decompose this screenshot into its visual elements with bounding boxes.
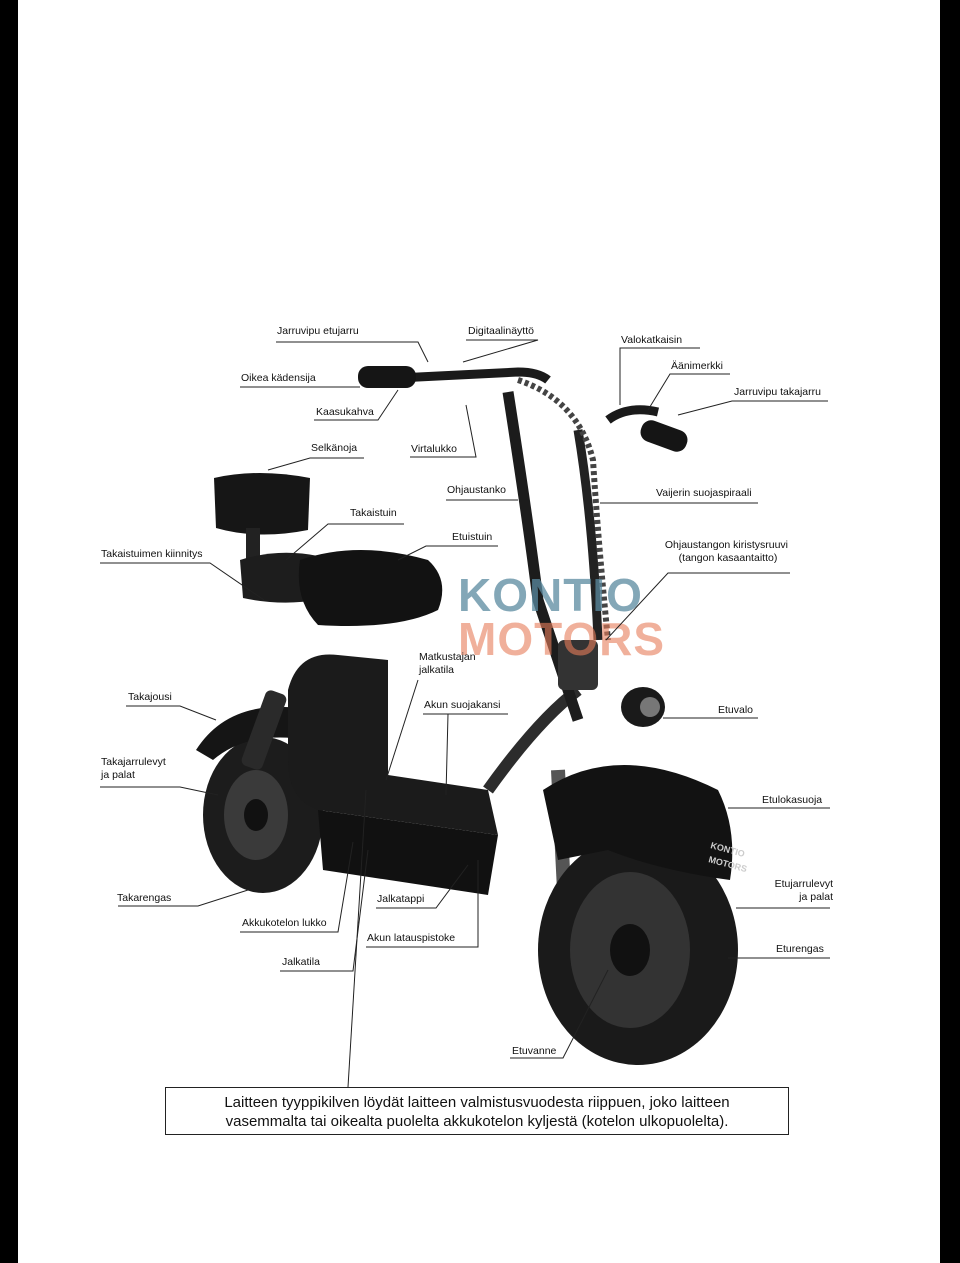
label-ohjaustangon-kiristysruuvi: Ohjaustangon kiristysruuvi (tangon kasaa… xyxy=(664,539,788,564)
cable-spiral xyxy=(517,377,611,641)
label-matkustajan-jalkatila: Matkustajan jalkatila xyxy=(419,651,476,676)
label-takaistuimen-kiinnitys: Takaistuimen kiinnitys xyxy=(101,548,203,560)
label-ohjaustanko: Ohjaustanko xyxy=(447,484,506,496)
label-etulokasuoja: Etulokasuoja xyxy=(762,794,823,806)
rear-seat xyxy=(240,552,318,603)
backrest xyxy=(214,473,310,535)
kontio-motors-logo: KONTIO MOTORS xyxy=(458,569,666,665)
manual-page: KONTIO MOTORS KONTIO MOTORS xyxy=(18,0,940,1263)
label-eturengas: Eturengas xyxy=(776,943,824,955)
note-line-2: vasemmalta tai oikealta puolelta akkukot… xyxy=(225,1113,729,1130)
label-oikea-kadensija: Oikea kädensija xyxy=(241,372,316,384)
handlebar-left xyxy=(605,405,660,424)
label-takaistuin: Takaistuin xyxy=(350,507,397,519)
label-digitaalinaytto: Digitaalinäyttö xyxy=(468,325,534,337)
label-etuvanne: Etuvanne xyxy=(512,1045,557,1057)
steering-column xyxy=(502,391,584,722)
type-plate-note: Laitteen tyyppikilven löydät laitteen va… xyxy=(165,1087,789,1135)
label-etujarrulevyt: Etujarrulevyt ja palat xyxy=(774,878,833,903)
front-seat xyxy=(298,550,443,626)
rear-spring xyxy=(241,690,287,770)
handlebar-right xyxy=(397,367,551,384)
leader-lines xyxy=(100,339,830,1088)
label-aanimerkki: Äänimerkki xyxy=(671,360,723,372)
left-grip xyxy=(640,420,688,452)
logo-line1: KONTIO xyxy=(458,569,643,621)
logo-line2: MOTORS xyxy=(458,613,666,665)
label-takajousi: Takajousi xyxy=(128,691,172,703)
scooter-illustration: KONTIO MOTORS xyxy=(196,366,748,1065)
label-valokatkaisin: Valokatkaisin xyxy=(621,334,683,346)
label-jarruvipu-etujarru: Jarruvipu etujarru xyxy=(277,325,359,337)
front-fender xyxy=(543,765,733,880)
label-akun-latauspistoke: Akun latauspistoke xyxy=(367,932,456,944)
label-jarruvipu-takajarru: Jarruvipu takajarru xyxy=(734,386,821,398)
label-takarengas: Takarengas xyxy=(117,892,172,904)
label-virtalukko: Virtalukko xyxy=(411,443,457,455)
label-akkukotelon-lukko: Akkukotelon lukko xyxy=(242,917,327,929)
scooter-body xyxy=(288,654,498,835)
note-line-1: Laitteen tyyppikilven löydät laitteen va… xyxy=(224,1094,730,1111)
label-akun-suojakansi: Akun suojakansi xyxy=(424,699,501,711)
label-kaasukahva: Kaasukahva xyxy=(316,406,374,418)
label-etuvalo: Etuvalo xyxy=(718,704,754,716)
label-jalkatila: Jalkatila xyxy=(282,956,320,968)
label-selkanoja: Selkänoja xyxy=(311,442,358,454)
label-jalkatappi: Jalkatappi xyxy=(377,893,425,905)
label-vaijerin-suojaspiraali: Vaijerin suojaspiraali xyxy=(656,487,752,499)
label-etuistuin: Etuistuin xyxy=(452,531,493,543)
label-takajarrulevyt: Takajarrulevyt ja palat xyxy=(101,756,166,781)
right-grip xyxy=(358,366,416,388)
